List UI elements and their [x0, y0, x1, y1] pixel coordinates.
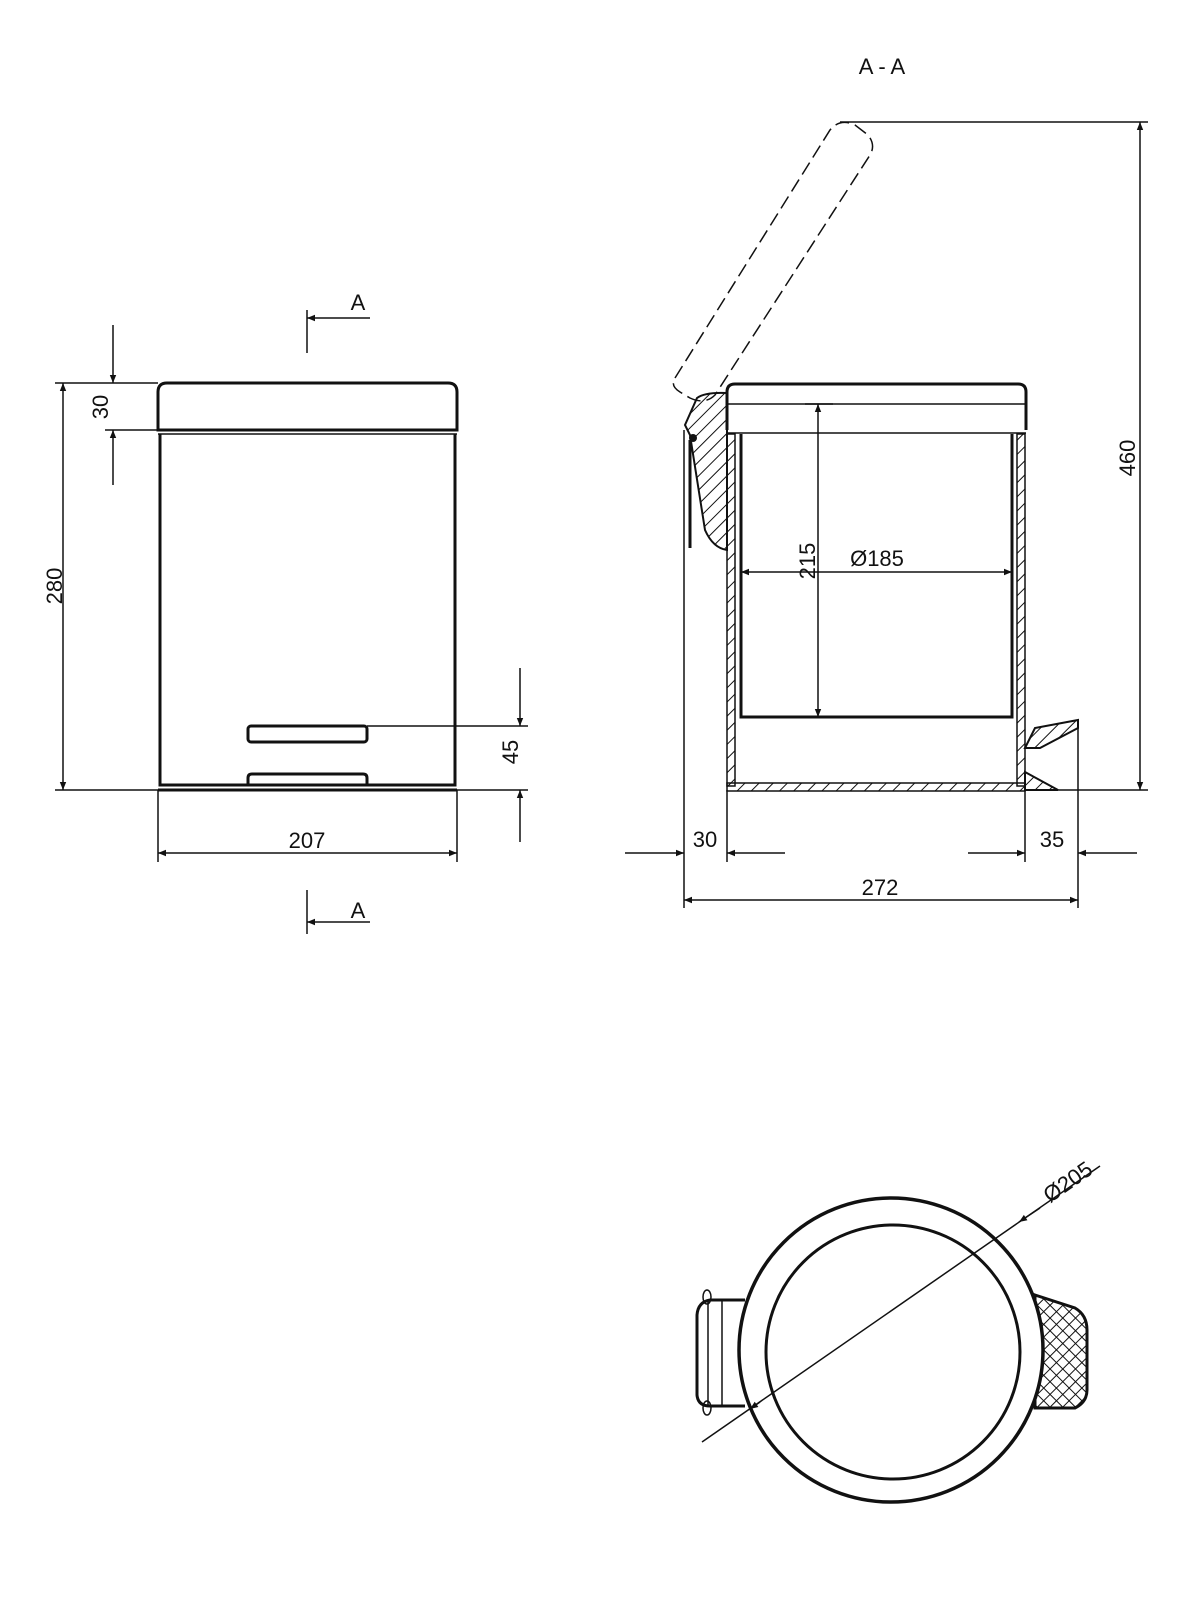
hinge-top — [695, 1298, 745, 1408]
front-view: 280 30 45 207 A A — [42, 290, 528, 934]
dim-pedal-offset: 35 — [1040, 827, 1064, 852]
section-mark-bottom: A — [351, 898, 366, 923]
section-view: A - A 460 215 Ø185 — [625, 54, 1148, 908]
outer-rim — [737, 1196, 1045, 1504]
dim-open-height: 460 — [1115, 440, 1140, 477]
hinge — [683, 391, 728, 552]
pedal — [246, 772, 369, 786]
open-lid-phantom — [672, 121, 874, 402]
dim-width: 207 — [289, 828, 326, 853]
body-outline — [158, 434, 457, 787]
section-pedal — [1023, 718, 1079, 749]
inner-rim — [764, 1223, 1022, 1481]
dim-pedal-height: 45 — [498, 740, 523, 764]
inner-bucket — [739, 434, 1014, 719]
section-title: A - A — [859, 54, 906, 79]
dim-inner-diameter: Ø185 — [850, 546, 904, 571]
dim-outer-diameter: Ø205 — [1038, 1156, 1096, 1207]
lid-outline — [156, 381, 459, 432]
pedal-top — [1033, 1292, 1089, 1410]
dim-lid-height: 30 — [88, 395, 113, 419]
dim-inner-height: 215 — [795, 543, 820, 580]
section-mark-top: A — [351, 290, 366, 315]
top-view: Ø205 — [695, 1156, 1101, 1504]
dim-hinge-offset: 30 — [693, 827, 717, 852]
dim-body-height: 280 — [42, 568, 67, 605]
pedal-slot — [246, 724, 369, 744]
dim-total-depth: 272 — [862, 875, 899, 900]
section-lid — [725, 382, 1028, 430]
